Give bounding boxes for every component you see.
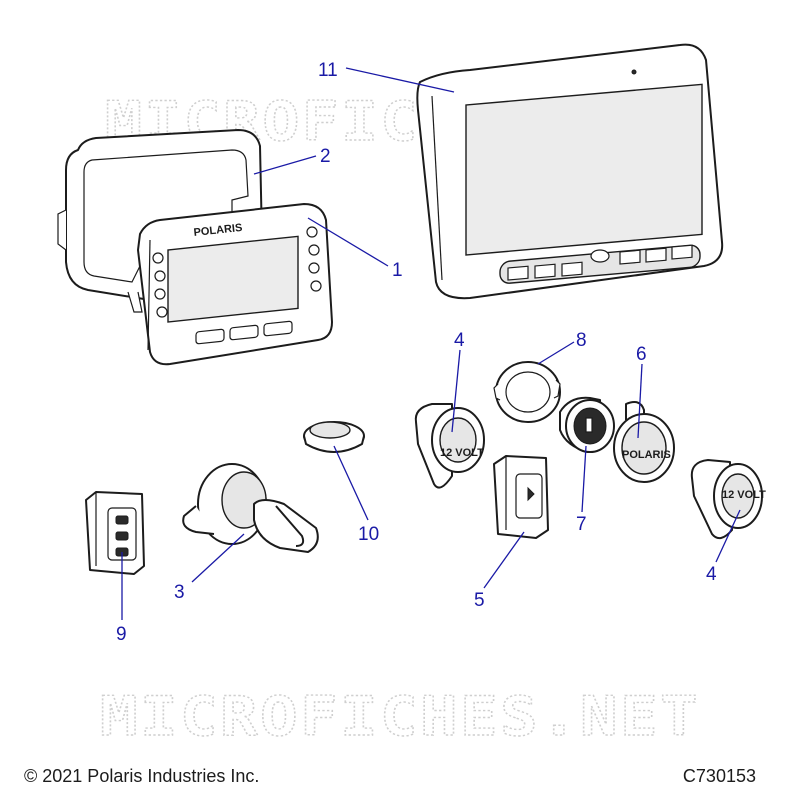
leader-2 <box>253 155 317 175</box>
callouts: 11 2 1 4 8 6 10 7 3 5 4 9 <box>116 60 717 645</box>
part-4-outlet-right: 12 VOLT <box>690 459 766 540</box>
part-7-usb <box>559 396 615 453</box>
callout-4-left: 4 <box>454 330 465 351</box>
part-1-gauge: POLARIS <box>137 203 333 366</box>
copyright-text: © 2021 Polaris Industries Inc. <box>24 766 260 786</box>
leader-11 <box>345 67 455 93</box>
leader-4b <box>715 509 741 563</box>
callout-4-right: 4 <box>706 564 717 585</box>
leader-8 <box>537 341 575 365</box>
leader-6 <box>637 363 643 439</box>
part-3-ignition <box>182 463 319 553</box>
leader-4a <box>451 349 461 433</box>
callout-1: 1 <box>392 260 403 281</box>
part-4-outlet-left: 12 VOLT <box>414 403 485 489</box>
part-5-switch <box>493 455 549 539</box>
leader-1 <box>307 217 389 267</box>
leader-3 <box>191 533 245 583</box>
part-8-nut <box>493 361 561 423</box>
callout-9: 9 <box>116 624 127 645</box>
part-11-display <box>416 43 724 300</box>
callout-7: 7 <box>576 514 587 535</box>
leader-7 <box>581 445 587 513</box>
leader-lines <box>121 67 741 620</box>
leader-5 <box>483 531 525 589</box>
callout-11: 11 <box>318 60 338 81</box>
outlet-logo: POLARIS <box>622 449 671 461</box>
callout-6: 6 <box>636 344 647 365</box>
watermark-bottom: MICROFICHES.NET <box>100 685 700 748</box>
callout-3: 3 <box>174 582 185 603</box>
callout-2: 2 <box>320 146 331 167</box>
callout-5: 5 <box>474 590 485 611</box>
outlet-label-right: 12 VOLT <box>722 489 766 501</box>
part-9-rocker <box>85 491 145 575</box>
figure-id: C730153 <box>682 766 756 786</box>
leader-10 <box>333 445 369 521</box>
callout-10: 10 <box>358 524 379 545</box>
gauge-logo: POLARIS <box>193 222 243 239</box>
callout-8: 8 <box>576 330 587 351</box>
part-10-plug <box>303 421 365 453</box>
outlet-label-left: 12 VOLT <box>440 447 484 459</box>
part-6-outlet-cap: POLARIS <box>613 401 675 483</box>
